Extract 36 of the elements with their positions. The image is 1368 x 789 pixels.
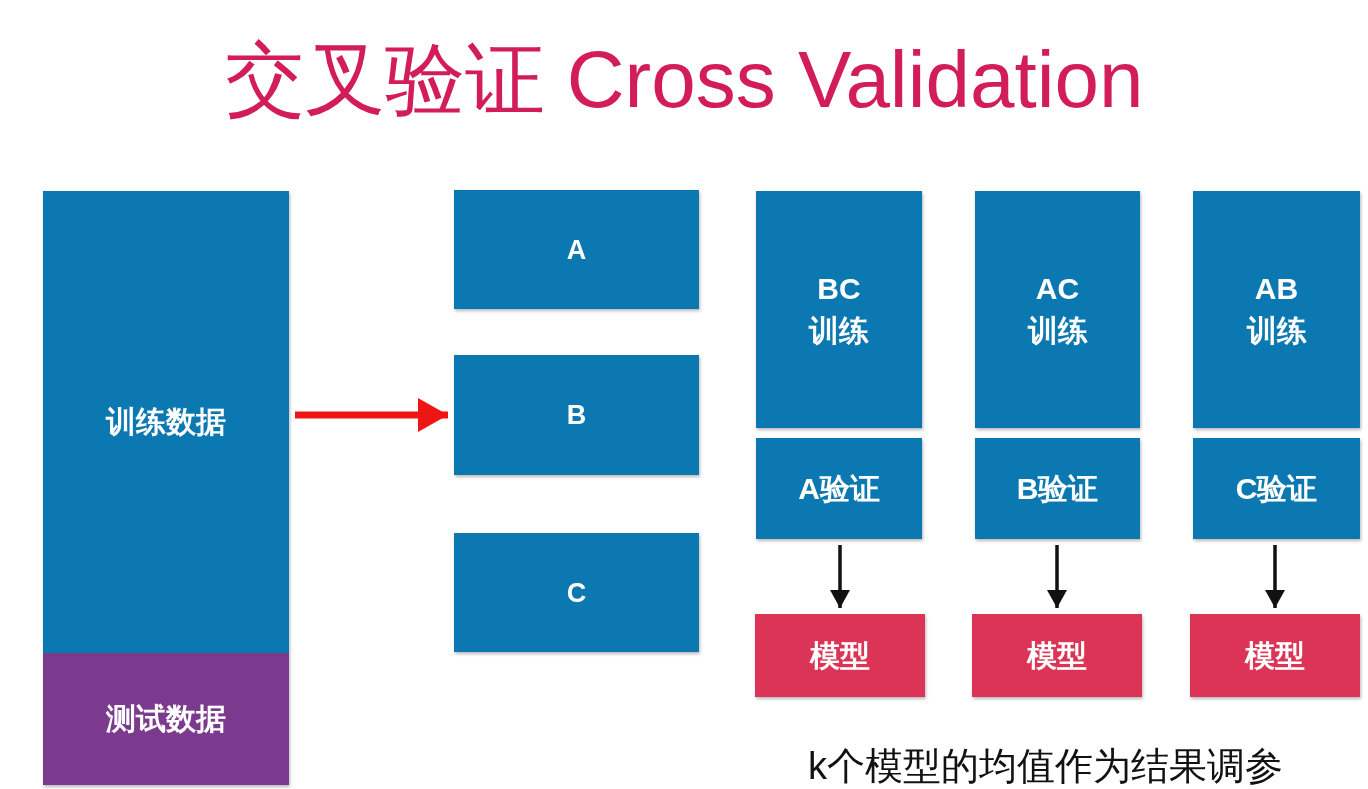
block-label: 训练	[1246, 312, 1307, 349]
data-block	[1193, 438, 1360, 539]
data-block	[975, 438, 1140, 539]
data-block	[756, 438, 922, 539]
data-block	[756, 191, 922, 428]
block-label: 模型	[810, 637, 870, 674]
block-label: BC	[817, 270, 861, 307]
block-label: AC	[1035, 270, 1080, 307]
block-label: A	[566, 233, 587, 267]
block-label: 模型	[1245, 637, 1305, 674]
data-block	[1190, 614, 1360, 697]
block-label: 训练	[809, 312, 869, 349]
block-label: B	[566, 399, 587, 432]
block-label: C验证	[1235, 470, 1318, 507]
block-label: B验证	[1016, 470, 1099, 507]
data-block	[755, 614, 925, 697]
data-block	[43, 191, 289, 653]
data-block	[972, 614, 1142, 697]
note-text: k个模型的均值作为结果调参	[808, 746, 1283, 786]
data-block	[975, 191, 1140, 428]
title: 交叉验证 Cross Validation	[224, 35, 1144, 124]
data-block	[454, 533, 699, 652]
block-label: C	[566, 576, 587, 610]
block-label: 训练数据	[106, 404, 226, 440]
block-label: 测试数据	[106, 701, 226, 737]
arrow	[830, 545, 850, 608]
data-block	[454, 190, 699, 309]
data-block	[43, 653, 289, 785]
block-label: AB	[1254, 270, 1299, 307]
block-label: 训练	[1027, 312, 1088, 349]
block-label: 模型	[1027, 637, 1087, 674]
arrow	[1047, 545, 1067, 608]
data-block	[1193, 191, 1360, 428]
arrow	[1265, 545, 1285, 608]
data-block	[454, 355, 699, 475]
block-label: A验证	[798, 470, 880, 507]
